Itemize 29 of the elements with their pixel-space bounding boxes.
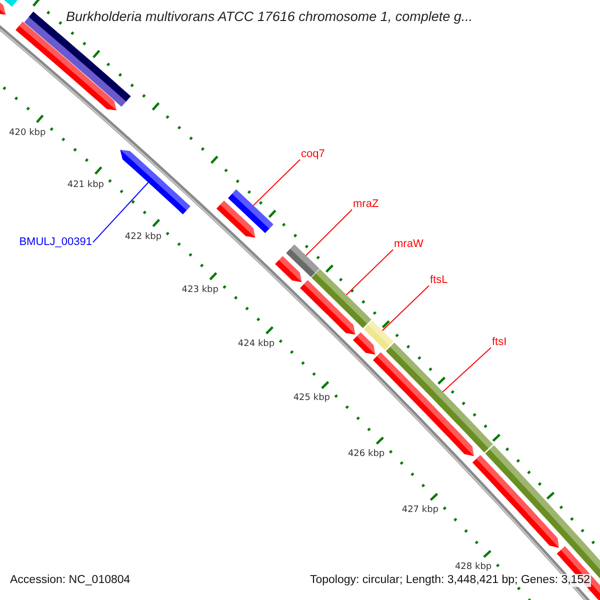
scale-label: 420 kbp	[9, 128, 46, 138]
scale-label: 422 kbp	[124, 232, 162, 242]
gene-bar	[364, 320, 394, 350]
gene-label: BMULJ_00391	[19, 236, 92, 249]
gene-bar	[286, 244, 320, 278]
scale-label: 427 kbp	[402, 504, 439, 516]
leader-line	[252, 159, 300, 206]
gene-label: coq7	[301, 148, 325, 161]
leader-line	[442, 347, 492, 392]
gene-label: ftsI	[492, 336, 507, 349]
scale-label: 428 kbp	[454, 562, 492, 572]
leader-line	[92, 182, 149, 243]
gene-bar	[228, 189, 274, 234]
gene-label: mraZ	[353, 198, 379, 211]
gene-label: mraW	[394, 238, 424, 251]
scale-label: 423 kbp	[182, 284, 218, 296]
genome-summary-text: Topology: circular; Length: 3,448,421 bp; Genes: 3,152	[308, 574, 591, 588]
gene-bar	[312, 269, 372, 328]
gene-bar	[386, 342, 493, 452]
scale-label: 421 kbp	[67, 179, 104, 190]
title: Burkholderia multivorans ATCC 17616 chromosome 1, complete g...	[66, 9, 473, 25]
scale-label: 426 kbp	[348, 448, 385, 460]
accession-text: Accession: NC_010804	[9, 574, 132, 588]
scale-label: 424 kbp	[238, 338, 275, 350]
leader-line	[305, 209, 352, 256]
gene-label: ftsL	[430, 274, 448, 287]
leader-line	[382, 285, 430, 332]
leader-line	[346, 249, 394, 296]
scale-label: 425 kbp	[293, 393, 330, 404]
